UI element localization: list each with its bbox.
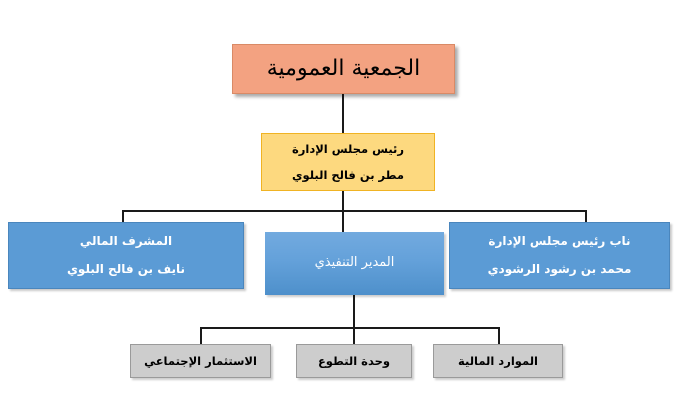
- node-vice-chairman-name: محمد بن رشود الرشودي: [487, 262, 632, 276]
- connector-executive-director-stem: [353, 295, 355, 328]
- node-executive-director-title: المدير التنفيذي: [314, 255, 395, 271]
- connector-assembly-to-chairman: [342, 93, 344, 133]
- node-volunteer-unit[interactable]: وحدة التطوع: [296, 344, 412, 378]
- connector-level3-bus: [200, 327, 500, 329]
- node-social-investment-title: الاستثمار الإجتماعي: [144, 353, 257, 368]
- connector-drop-volunteer-unit: [353, 327, 355, 345]
- node-chairman-name: مطر بن فالح البلوي: [291, 167, 404, 182]
- node-financial-resources-title: الموارد المالية: [458, 353, 538, 368]
- node-volunteer-unit-title: وحدة التطوع: [317, 353, 391, 368]
- connector-drop-vice-chairman: [585, 210, 587, 223]
- connector-drop-financial-resources: [498, 327, 500, 345]
- node-executive-director[interactable]: المدير التنفيذي: [265, 232, 444, 295]
- node-financial-supervisor[interactable]: المشرف المالي نايف بن فالح البلوي: [8, 222, 244, 289]
- node-vice-chairman[interactable]: ناب رئيس مجلس الإدارة محمد بن رشود الرشو…: [449, 222, 670, 289]
- node-financial-resources[interactable]: الموارد المالية: [433, 344, 563, 378]
- node-financial-supervisor-name: نايف بن فالح البلوي: [66, 262, 186, 276]
- node-chairman[interactable]: رئيس مجلس الإدارة مطر بن فالح البلوي: [261, 133, 435, 191]
- connector-drop-financial-supervisor: [122, 210, 124, 223]
- connector-drop-executive-director: [342, 210, 344, 233]
- node-general-assembly[interactable]: الجمعية العمومية: [232, 44, 455, 94]
- node-social-investment[interactable]: الاستثمار الإجتماعي: [130, 344, 271, 378]
- connector-level2-bus: [122, 210, 587, 212]
- node-vice-chairman-title: ناب رئيس مجلس الإدارة: [488, 233, 631, 248]
- connector-chairman-stem: [342, 191, 344, 211]
- node-general-assembly-title: الجمعية العمومية: [266, 56, 421, 82]
- node-chairman-title: رئيس مجلس الإدارة: [291, 141, 404, 156]
- node-financial-supervisor-title: المشرف المالي: [79, 233, 173, 248]
- connector-drop-social-investment: [200, 327, 202, 345]
